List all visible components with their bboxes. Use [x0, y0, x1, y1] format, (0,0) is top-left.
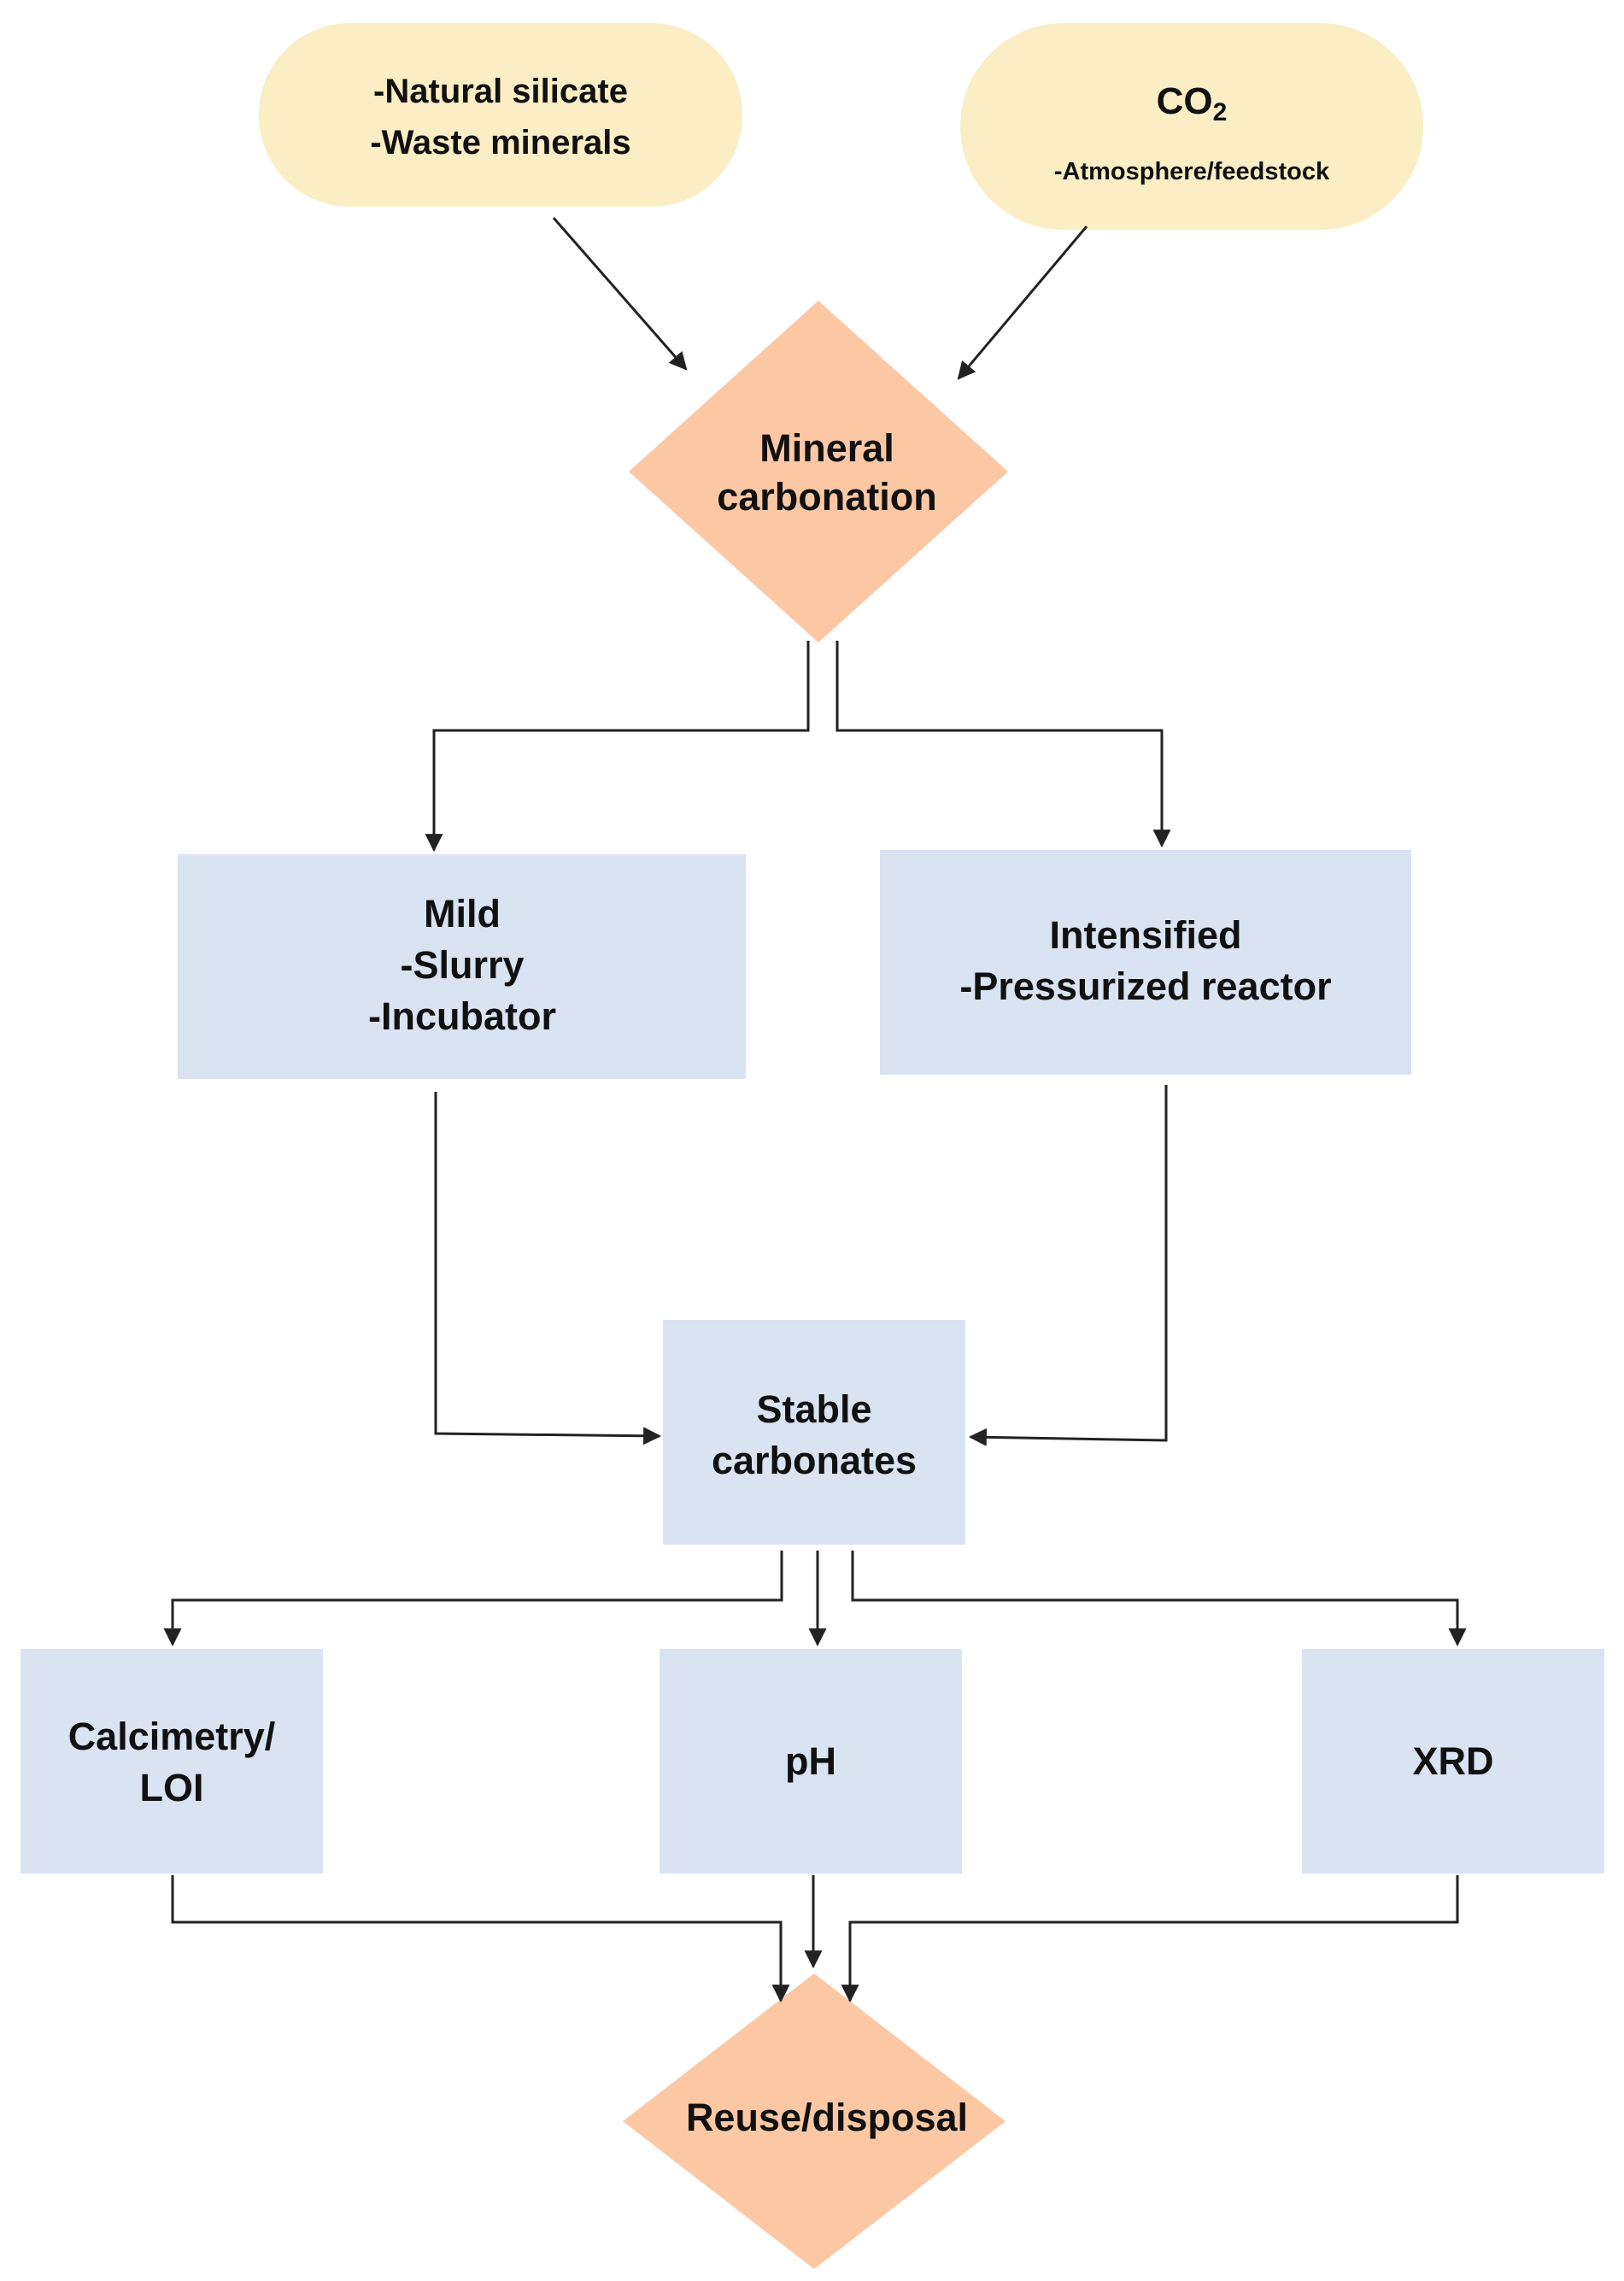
intensified-line-2: -Pressurized reactor — [959, 965, 1331, 1008]
stable-carbonates-line-1: Stable — [756, 1387, 871, 1431]
connector-calcimetry-to-reuse — [171, 1875, 790, 2003]
connector-mineral-carbonation-to-mild — [425, 641, 810, 853]
connector-stable-carbonates-to-xrd — [851, 1551, 1467, 1647]
co2-title-subscript: 2 — [1213, 98, 1228, 126]
process-node-xrd-shape — [1302, 1649, 1604, 1873]
connectors — [163, 217, 1467, 2003]
input-node-co2-shape — [960, 23, 1423, 230]
co2-subtitle: -Atmosphere/feedstock — [1054, 158, 1330, 185]
mineral-carbonation-line-2: carbonation — [717, 475, 937, 519]
process-node-stable-carbonates: Stable carbonates — [663, 1320, 965, 1545]
decision-node-reuse-disposal: Reuse/disposal — [623, 1973, 1005, 2269]
connector-intensified-to-stable-carbonates — [968, 1085, 1168, 1446]
stable-carbonates-line-2: carbonates — [712, 1439, 917, 1482]
mild-line-2: -Slurry — [400, 943, 524, 987]
mineral-carbonation-line-1: Mineral — [759, 426, 894, 470]
process-node-stable-carbonates-shape — [663, 1320, 965, 1545]
mild-line-1: Mild — [424, 892, 501, 935]
connector-co2-to-mineral-carbonation — [957, 226, 1088, 380]
calcimetry-line-1: Calcimetry/ — [68, 1715, 276, 1758]
process-node-intensified: Intensified -Pressurized reactor — [880, 850, 1411, 1075]
process-node-mild: Mild -Slurry -Incubator — [178, 854, 746, 1079]
process-node-calcimetry-loi-shape — [21, 1649, 323, 1873]
xrd-label: XRD — [1412, 1739, 1493, 1783]
intensified-line-1: Intensified — [1049, 913, 1241, 957]
co2-title: CO2 — [1157, 80, 1228, 126]
process-node-intensified-shape — [880, 850, 1411, 1075]
process-node-xrd: XRD — [1302, 1649, 1604, 1873]
process-node-mild-shape — [178, 854, 746, 1079]
input-node-silicate-shape — [259, 23, 742, 207]
connector-stable-carbonates-to-calcimetry — [163, 1551, 783, 1647]
input-node-silicate: -Natural silicate -Waste minerals — [259, 23, 742, 207]
connector-silicate-to-mineral-carbonation — [552, 217, 688, 371]
calcimetry-line-2: LOI — [140, 1766, 204, 1809]
co2-title-main: CO — [1157, 80, 1213, 122]
connector-mineral-carbonation-to-intensified — [835, 641, 1171, 848]
silicate-line-2: -Waste minerals — [370, 124, 630, 161]
mild-line-3: -Incubator — [368, 994, 556, 1038]
process-node-ph: pH — [660, 1649, 962, 1873]
reuse-disposal-label: Reuse/disposal — [686, 2096, 968, 2139]
process-node-calcimetry-loi: Calcimetry/ LOI — [21, 1649, 323, 1873]
decision-node-mineral-carbonation-shape — [629, 301, 1008, 642]
input-node-co2: CO2 -Atmosphere/feedstock — [960, 23, 1423, 230]
process-node-ph-shape — [660, 1649, 962, 1873]
ph-label: pH — [785, 1739, 836, 1783]
decision-node-mineral-carbonation: Mineral carbonation — [629, 301, 1008, 642]
connector-mild-to-stable-carbonates — [434, 1092, 662, 1445]
silicate-line-1: -Natural silicate — [373, 73, 628, 110]
decision-node-reuse-disposal-shape — [623, 1973, 1005, 2269]
connector-xrd-to-reuse — [841, 1875, 1459, 2003]
